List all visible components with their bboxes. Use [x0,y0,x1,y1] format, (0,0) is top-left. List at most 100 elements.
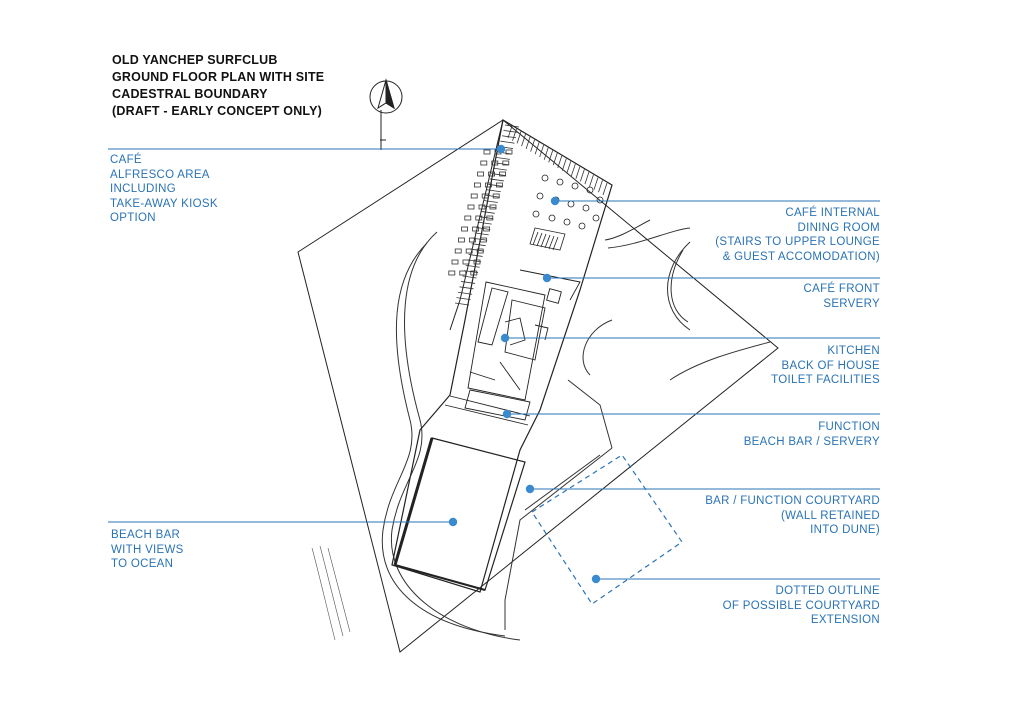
title-line: OLD YANCHEP SURFCLUB [112,53,278,67]
label-line: (WALL RETAINED [781,509,880,522]
hatch-line [589,174,594,187]
hatch-line [534,142,540,155]
hatch-line [485,194,500,198]
hatch-line [539,144,545,158]
hatch-line [552,153,558,166]
label-function: FUNCTION BEACH BAR / SERVERY [744,420,880,449]
alfresco-table [462,259,470,265]
label-line: OPTION [110,212,156,224]
dot-cafe-front [542,273,552,283]
alfresco-table [451,259,459,265]
dot-beach-bar [448,517,458,527]
alfresco-table [467,204,475,210]
hatch-line [465,264,480,268]
label-line: FUNCTION [818,421,880,433]
alfresco-table [488,171,496,177]
hatch-line [557,155,563,168]
hatch-line [480,210,495,214]
hatch-line [471,243,486,247]
annotation-dots [448,144,601,584]
label-line: TAKE-AWAY KIOSK [110,197,218,210]
label-line: BEACH BAR / SERVERY [743,435,880,448]
dot-kitchen [500,333,510,343]
hatch-line [543,147,549,160]
dining-table [548,214,556,222]
label-cafe-front: CAFÉ FRONT SERVERY [804,282,880,311]
alfresco-table [480,160,488,166]
label-line: CAFÉ [110,154,142,166]
alfresco-table [454,248,462,254]
building-outline [391,119,613,593]
alfresco-table [486,215,494,221]
label-dotted-outline: DOTTED OUTLINE OF POSSIBLE COURTYARD EXT… [723,584,880,628]
dot-dotted-outline [591,574,601,584]
alfresco-table [495,182,503,188]
alfresco-table [481,193,489,199]
hatch-line [507,125,513,139]
alfresco-table [457,237,465,243]
alfresco-table [473,182,481,188]
hatch-line [548,150,554,163]
dining-table [571,182,579,190]
hatch-line [530,139,535,152]
hatch-line [566,161,572,174]
hatch-line [561,158,567,171]
label-line: (STAIRS TO UPPER LOUNGE [715,236,880,248]
dining-table [596,196,604,204]
beach-bar-room [393,437,526,592]
alfresco-table [476,248,484,254]
dining-tables [532,174,604,230]
label-line: INTO DUNE) [810,524,880,536]
label-line: CAFÉ INTERNAL [785,207,880,219]
hatch-line [488,183,503,187]
label-line: OF POSSIBLE COURTYARD [722,599,880,612]
alfresco-table [473,259,481,265]
hatch-line [495,156,510,160]
hatch-line [521,134,526,147]
alfresco-table [502,160,510,166]
alfresco-table [464,215,472,221]
dining-table [536,192,544,200]
alfresco-table [478,204,486,210]
label-line: WITH VIEWS [111,543,184,556]
plan-title: OLD YANCHEP SURFCLUB GROUND FLOOR PLAN W… [112,52,324,120]
alfresco-table [477,171,485,177]
hatch-line [457,291,473,295]
label-line: ALFRESCO AREA [110,168,210,181]
hatch-line [584,172,590,185]
title-line: CADESTRAL BOUNDARY [112,87,268,101]
hatch-line [461,281,476,284]
north-arrow-icon [369,78,403,150]
alfresco-table [475,215,483,221]
label-cafe-alfresco: CAFÉ ALFRESCO AREA INCLUDING TAKE-AWAY K… [110,153,218,226]
alfresco-table [468,237,476,243]
hatch-line [598,180,603,193]
label-line: DINING ROOM [797,221,880,234]
hatch-line [602,182,608,196]
dotted-courtyard-outline [531,454,683,605]
label-beach-bar: BEACH BAR WITH VIEWS TO OCEAN [111,528,184,572]
dining-table [563,218,571,226]
alfresco-table [489,204,497,210]
hatch-line [570,163,576,177]
dining-table [592,214,600,222]
alfresco-table [448,270,456,276]
alfresco-table [479,237,487,243]
hatch-line [479,216,494,220]
hatch-line [486,189,501,193]
dining-table [578,222,586,230]
dune-linework [381,219,771,641]
hatch-line [575,166,581,179]
annotation-leaders [108,148,880,580]
dining-table [586,186,594,194]
label-line: TOILET FACILITIES [771,374,880,386]
hatch-line [525,136,531,149]
dot-courtyard [525,484,535,494]
alfresco-table [505,149,513,155]
label-line: BEACH BAR [111,529,181,541]
hatch-line [459,286,474,290]
label-line: INCLUDING [110,183,176,195]
alfresco-table [465,248,473,254]
hatch-line [504,124,520,128]
